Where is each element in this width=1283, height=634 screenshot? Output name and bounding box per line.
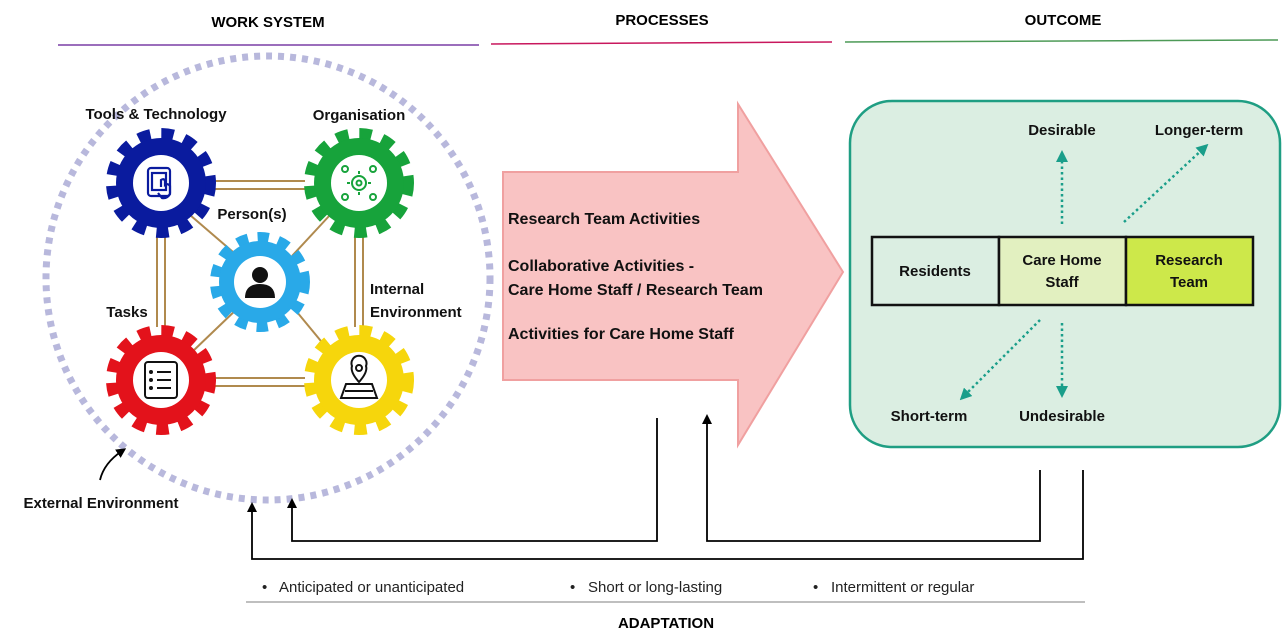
internal-environment-gear bbox=[304, 325, 414, 435]
short-term-label: Short-term bbox=[891, 408, 968, 425]
residents-box bbox=[870, 235, 1001, 307]
research-team-label-line2: Team bbox=[1170, 274, 1208, 291]
process-item-collaborative-line1: Collaborative Activities - bbox=[508, 258, 694, 275]
map-pin-icon bbox=[339, 354, 379, 399]
task-list-icon bbox=[144, 361, 178, 399]
tasks-gear bbox=[106, 325, 216, 435]
feedback-lines bbox=[247, 414, 1084, 560]
external-environment-label: External Environment bbox=[23, 495, 178, 512]
feedback-outcome-to-work-system bbox=[247, 470, 1084, 560]
care-home-staff-box bbox=[997, 235, 1128, 307]
tasks-label: Tasks bbox=[106, 304, 147, 321]
adaptation-bullet-dot: • bbox=[813, 579, 818, 596]
care-home-staff-label-line2: Staff bbox=[1045, 274, 1079, 291]
tablet-touch-icon bbox=[146, 166, 172, 200]
adaptation-bullet-2: Short or long-lasting bbox=[588, 579, 722, 596]
organisation-gear bbox=[304, 128, 414, 238]
research-team-box bbox=[1124, 235, 1255, 307]
organisation-label: Organisation bbox=[313, 107, 406, 124]
processes-arrow bbox=[502, 100, 845, 449]
feedback-outcome-to-processes bbox=[702, 414, 1041, 542]
adaptation-bullet-1: Anticipated or unanticipated bbox=[279, 579, 464, 596]
adaptation-bullet-dot: • bbox=[262, 579, 267, 596]
persons-gear bbox=[210, 232, 310, 332]
header-work-system: WORK SYSTEM bbox=[211, 14, 324, 31]
header-rule-outcome bbox=[844, 39, 1279, 43]
adaptation-label: ADAPTATION bbox=[618, 615, 714, 632]
team-cog-icon bbox=[341, 165, 377, 201]
process-item-research-team: Research Team Activities bbox=[508, 211, 700, 228]
person-icon bbox=[245, 267, 275, 298]
feedback-processes-to-work-system bbox=[287, 418, 658, 542]
process-item-collaborative-line2: Care Home Staff / Research Team bbox=[508, 282, 763, 299]
header-processes: PROCESSES bbox=[615, 12, 708, 29]
research-team-label-line1: Research bbox=[1155, 252, 1223, 269]
persons-label: Person(s) bbox=[217, 206, 286, 223]
internal-environment-label-line1: Internal bbox=[370, 281, 424, 298]
header-rule-processes bbox=[490, 41, 833, 45]
adaptation-bullets: • Anticipated or unanticipated • Short o… bbox=[262, 579, 974, 596]
tools-technology-label: Tools & Technology bbox=[85, 106, 227, 123]
internal-environment-label-line2: Environment bbox=[370, 304, 462, 321]
adaptation-bullet-dot: • bbox=[570, 579, 575, 596]
care-home-staff-label-line1: Care Home bbox=[1022, 252, 1101, 269]
header-outcome: OUTCOME bbox=[1025, 12, 1102, 29]
external-environment-pointer bbox=[99, 448, 127, 481]
external-environment-circle bbox=[42, 52, 494, 504]
tools-technology-gear bbox=[106, 128, 216, 238]
undesirable-label: Undesirable bbox=[1019, 408, 1105, 425]
adaptation-bullet-3: Intermittent or regular bbox=[831, 579, 974, 596]
longer-term-label: Longer-term bbox=[1155, 122, 1243, 139]
outcome-dotted-arrows bbox=[959, 143, 1209, 401]
desirable-label: Desirable bbox=[1028, 122, 1096, 139]
process-item-care-home-staff: Activities for Care Home Staff bbox=[508, 326, 735, 343]
residents-label: Residents bbox=[899, 263, 971, 280]
